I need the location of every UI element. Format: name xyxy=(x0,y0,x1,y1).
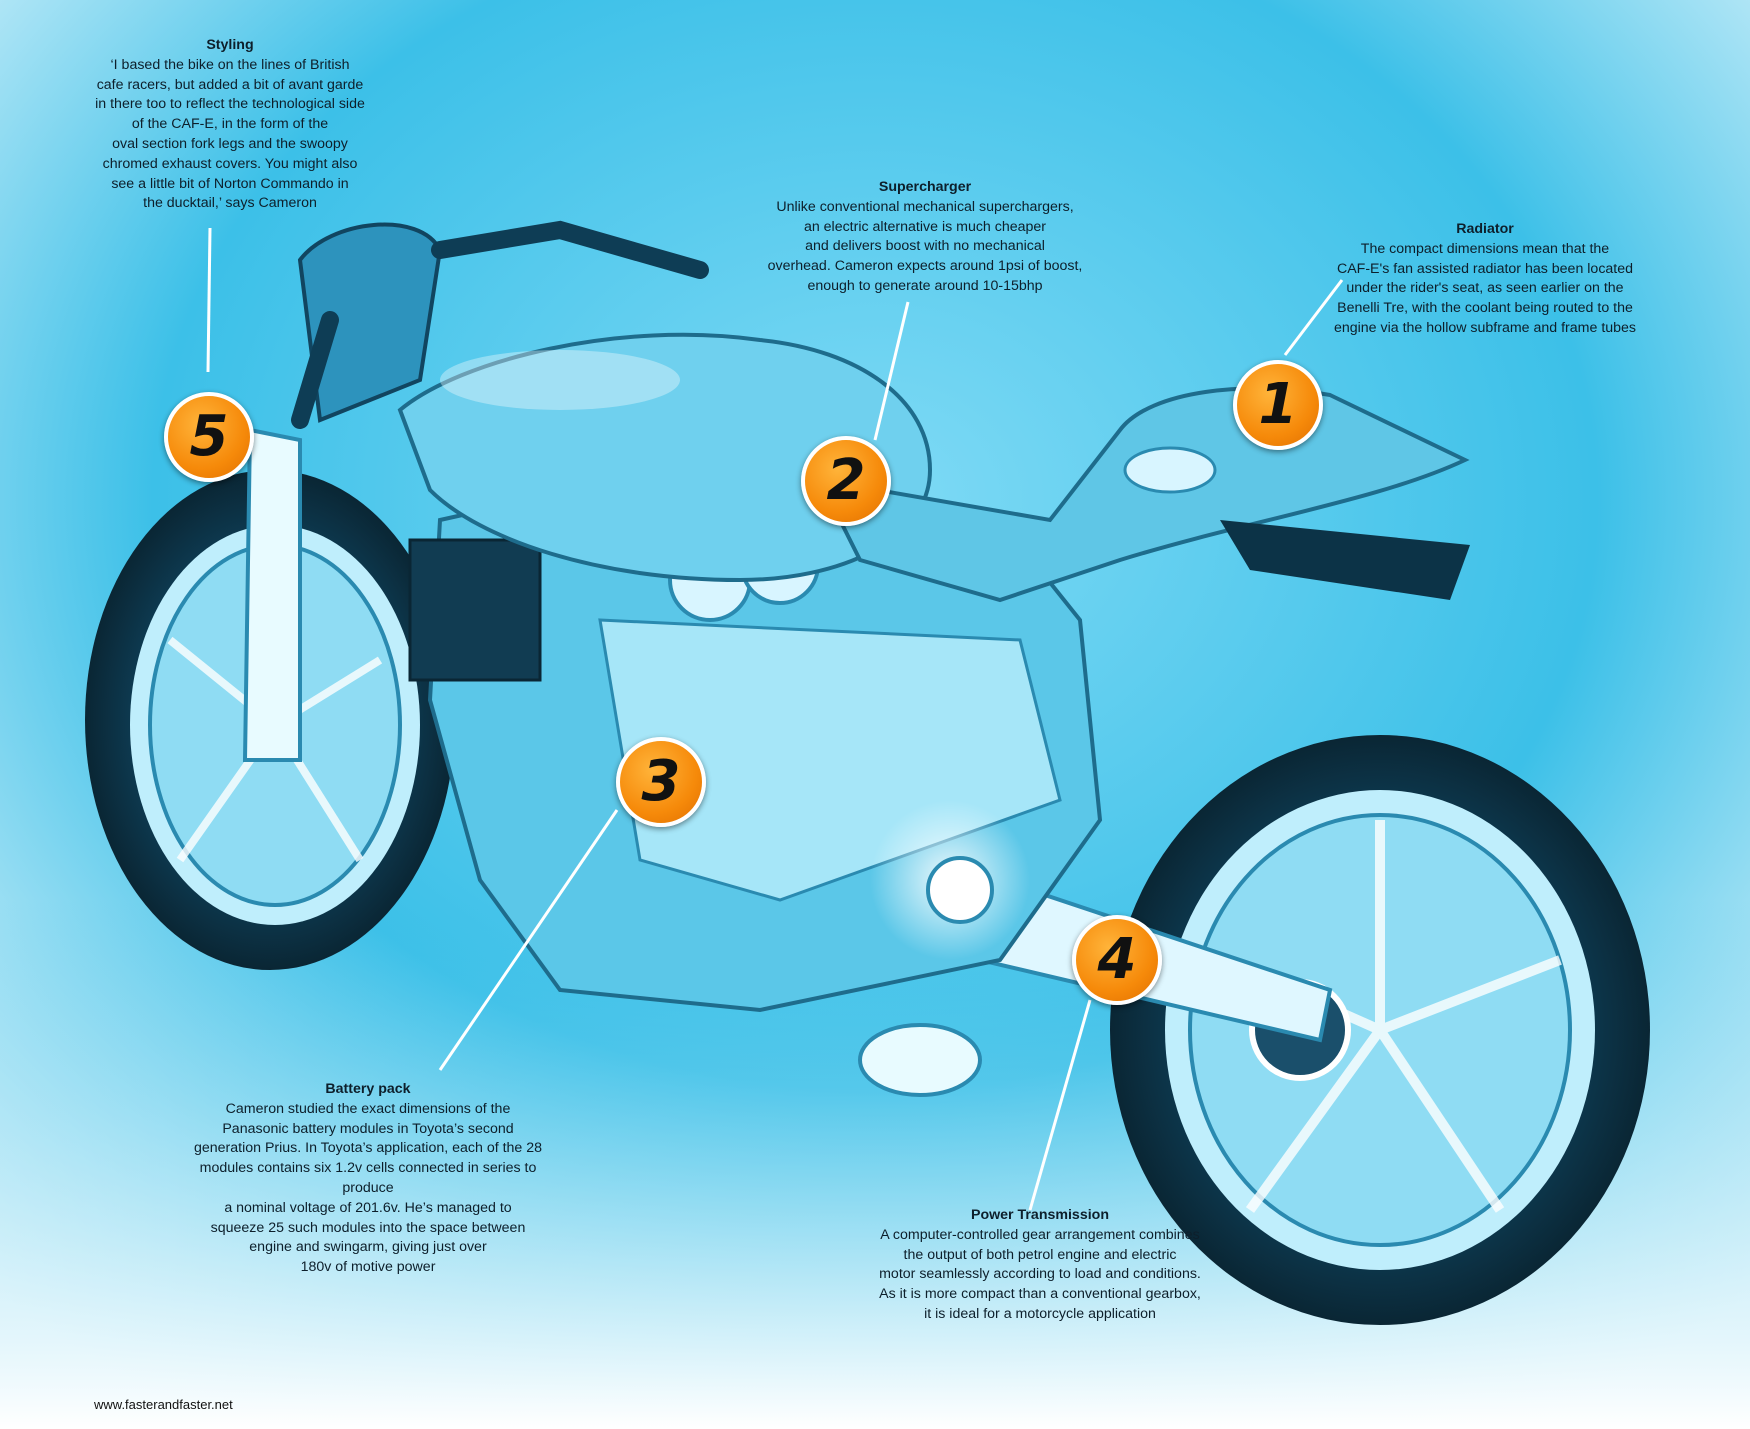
callout-body: Unlike conventional mechanical superchar… xyxy=(767,198,1083,294)
callout-radiator: Radiator The compact dimensions mean tha… xyxy=(1320,220,1650,339)
badge-5: 5 xyxy=(164,392,254,482)
callout-title: Power Transmission xyxy=(971,1207,1109,1223)
callout-styling: Styling ‘I based the bike on the lines o… xyxy=(80,36,380,214)
callout-body: A computer-controlled gear arrangement c… xyxy=(879,1226,1201,1322)
callout-title: Styling xyxy=(206,37,254,53)
callout-body: The compact dimensions mean that the CAF… xyxy=(1333,240,1637,336)
callout-body: Cameron studied the exact dimensions of … xyxy=(193,1100,543,1276)
badge-1: 1 xyxy=(1233,360,1323,450)
callout-supercharger: Supercharger Unlike conventional mechani… xyxy=(760,178,1090,297)
badge-2: 2 xyxy=(801,436,891,526)
badge-4: 4 xyxy=(1072,915,1162,1005)
badge-3: 3 xyxy=(616,737,706,827)
leader-lines xyxy=(206,227,1344,1211)
callout-title: Battery pack xyxy=(325,1081,411,1097)
rear-wheel xyxy=(1110,735,1650,1325)
badge-number: 2 xyxy=(826,448,866,513)
callout-body: ‘I based the bike on the lines of Britis… xyxy=(95,56,365,212)
callout-battery-pack: Battery pack Cameron studied the exact d… xyxy=(178,1080,558,1278)
badge-number: 1 xyxy=(1258,372,1298,437)
badge-number: 3 xyxy=(641,749,681,814)
footer-url: www.fasterandfaster.net xyxy=(94,1397,233,1412)
badge-number: 4 xyxy=(1097,927,1137,992)
callout-title: Radiator xyxy=(1456,221,1514,237)
badge-number: 5 xyxy=(189,404,229,469)
callout-title: Supercharger xyxy=(878,179,972,195)
callout-power-transmission: Power Transmission A computer-controlled… xyxy=(860,1206,1220,1325)
